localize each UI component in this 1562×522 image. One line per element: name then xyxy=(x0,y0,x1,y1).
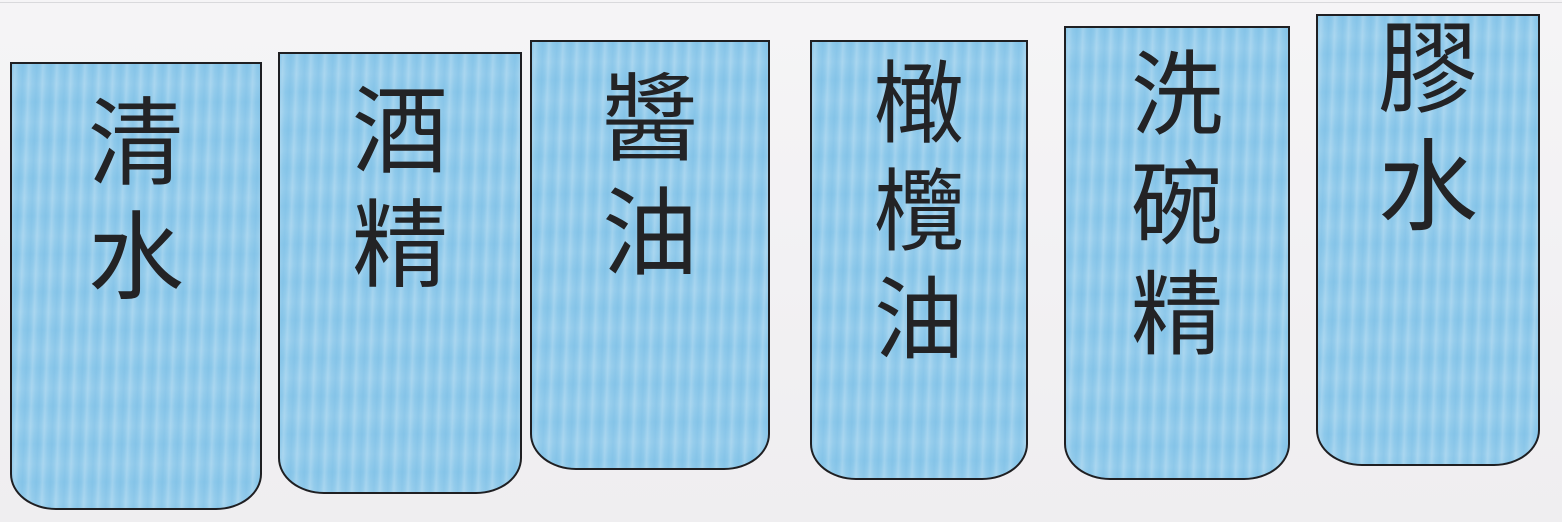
container-4-char-3: 油 xyxy=(874,268,964,373)
container-1-label: 清 水 xyxy=(12,96,260,324)
container-4: 橄 欖 油 xyxy=(806,36,1032,484)
container-5-char-1: 洗 xyxy=(1130,42,1223,149)
container-6-char-1: 膠 xyxy=(1378,11,1478,128)
container-1-char-2: 水 xyxy=(88,202,184,314)
container-6: 膠 水 xyxy=(1312,10,1544,470)
container-5-label: 洗 碗 精 xyxy=(1066,50,1288,380)
container-6-label: 膠 水 xyxy=(1318,20,1538,256)
container-2: 酒 精 xyxy=(274,48,526,498)
container-3-char-1: 醬 xyxy=(602,64,698,176)
container-4-label: 橄 欖 油 xyxy=(812,60,1026,384)
container-3-label: 醬 油 xyxy=(532,72,768,300)
container-5-char-2: 碗 xyxy=(1130,152,1223,259)
container-6-char-2: 水 xyxy=(1378,129,1478,246)
container-2-char-1: 酒 xyxy=(352,76,448,188)
container-5: 洗 碗 精 xyxy=(1060,22,1294,484)
container-1: 清 水 xyxy=(6,58,266,514)
paper-edge-line xyxy=(0,2,1562,3)
container-2-label: 酒 精 xyxy=(280,84,520,312)
container-4-char-1: 橄 xyxy=(874,52,964,157)
container-3-char-2: 油 xyxy=(602,178,698,290)
container-1-char-1: 清 xyxy=(88,88,184,200)
container-2-char-2: 精 xyxy=(352,190,448,302)
container-3: 醬 油 xyxy=(526,36,774,474)
container-5-char-3: 精 xyxy=(1130,262,1223,369)
container-4-char-2: 欖 xyxy=(874,160,964,265)
